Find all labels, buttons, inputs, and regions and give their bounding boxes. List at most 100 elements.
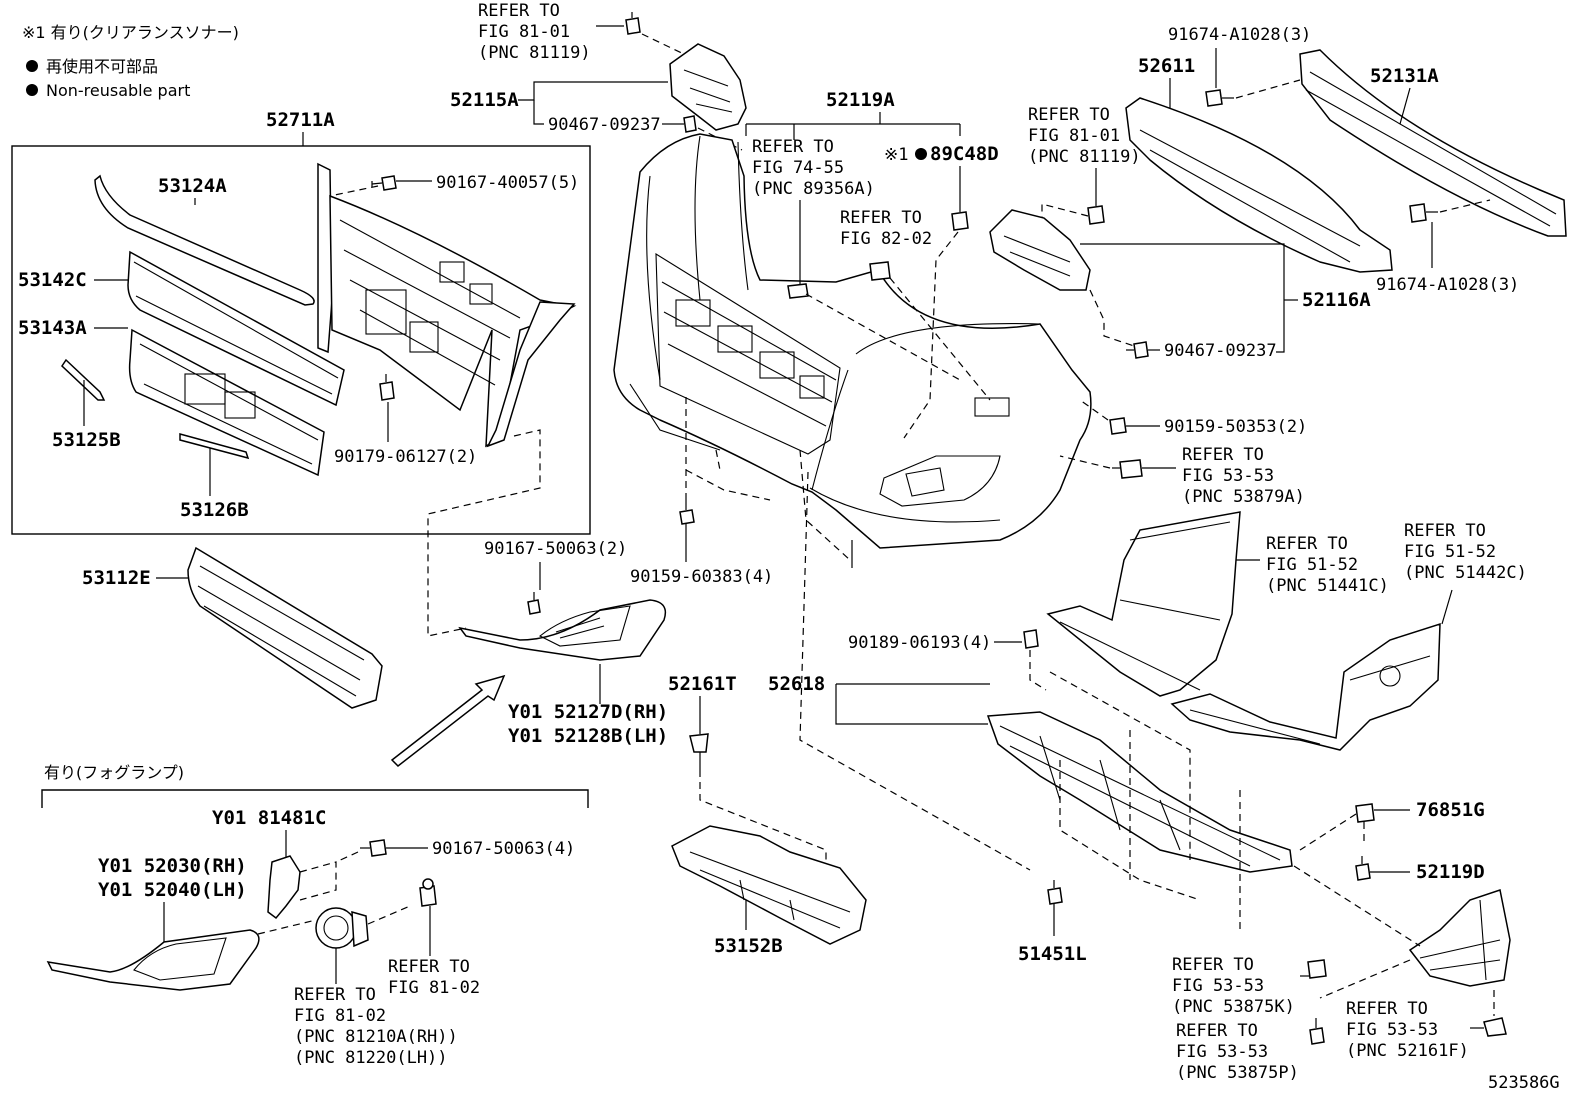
under-cover-51442C-body bbox=[1170, 622, 1441, 751]
bolt-icon bbox=[1355, 856, 1371, 881]
part-label-51451L: 51451L bbox=[1018, 943, 1087, 965]
legend-nonreusable-en: Non-reusable part bbox=[46, 81, 190, 100]
part-label-90167-50063-2: 90167-50063(2) bbox=[484, 539, 627, 559]
refer-note-53879A-2: FIG 53-53 bbox=[1182, 466, 1274, 486]
part-label-53124A: 53124A bbox=[158, 175, 227, 197]
refer-note-51441C-1: REFER TO bbox=[1266, 534, 1348, 554]
bolt-icon bbox=[1126, 341, 1149, 359]
fog-lamp-group-label: 有り(フォグランプ) bbox=[44, 763, 184, 782]
refer-note-53875P-2: FIG 53-53 bbox=[1176, 1042, 1268, 1062]
refer-note-52161F-3: (PNC 52161F) bbox=[1346, 1041, 1469, 1061]
part-label-52611: 52611 bbox=[1138, 55, 1195, 77]
bumper-side-support-body bbox=[1408, 889, 1511, 987]
refer-note-fog-lamp-2: FIG 81-02 bbox=[294, 1006, 386, 1026]
part-label-52119A: 52119A bbox=[826, 89, 895, 111]
refer-note-51441C-2: FIG 51-52 bbox=[1266, 555, 1358, 575]
part-label-90159-50353: 90159-50353(2) bbox=[1164, 417, 1307, 437]
part-label-81481C: Y01 81481C bbox=[212, 807, 326, 829]
refer-note-52161F-1: REFER TO bbox=[1346, 999, 1428, 1019]
clip-icon bbox=[379, 374, 395, 401]
refer-note-53879A-1: REFER TO bbox=[1182, 445, 1264, 465]
part-label-52161T: 52161T bbox=[668, 673, 737, 695]
bolt-icon bbox=[1409, 203, 1438, 223]
clip-icon bbox=[1355, 803, 1375, 823]
screw-icon bbox=[1109, 417, 1127, 435]
grille-assembly-group: 52711A 53124A 53142C 53143A 53125B 53126… bbox=[11, 109, 591, 535]
part-label-90467-09237-a: 90467-09237 bbox=[548, 115, 661, 135]
sonar-sensor-icon bbox=[951, 211, 969, 231]
spoiler-53152B-body bbox=[671, 825, 867, 945]
fog-lamp-bracket-body bbox=[267, 855, 301, 920]
lower-spoiler: 52161T 53152B bbox=[668, 673, 867, 957]
part-label-52618: 52618 bbox=[768, 673, 825, 695]
clip-icon bbox=[1483, 1017, 1507, 1037]
sensor-bracket-icon bbox=[787, 283, 809, 299]
part-label-52040: Y01 52040(LH) bbox=[98, 879, 247, 901]
lower-grille: 53112E bbox=[82, 546, 383, 709]
refer-note-top-left-2: FIG 81-01 bbox=[478, 22, 570, 42]
fog-lamp-group-bracket bbox=[41, 789, 589, 808]
refer-note-fog-lamp-3: (PNC 81210A(RH)) bbox=[294, 1027, 458, 1047]
refer-note-53875P-3: (PNC 53875P) bbox=[1176, 1063, 1299, 1083]
bumper-under-panel: 52618 90189-06193(4) 51451L bbox=[768, 471, 1293, 965]
refer-note-top-center-3: (PNC 89356A) bbox=[752, 179, 875, 199]
sonar-note-mark: ※1 bbox=[884, 145, 908, 165]
part-label-90159-60383: 90159-60383(4) bbox=[630, 567, 773, 587]
clip-icon bbox=[625, 12, 641, 35]
part-label-52127D: Y01 52127D(RH) bbox=[508, 701, 668, 723]
bumper-reinforcement: 52611 52131A 91674-A1028(3) 91674-A1028(… bbox=[1125, 25, 1567, 295]
refer-note-51441C-3: (PNC 51441C) bbox=[1266, 576, 1389, 596]
bolt-icon bbox=[1047, 880, 1063, 905]
under-panel-52618-body bbox=[986, 711, 1293, 873]
refer-note-fog-bulb-2: FIG 81-02 bbox=[388, 978, 480, 998]
part-label-52128B: Y01 52128B(LH) bbox=[508, 725, 668, 747]
lower-right-hardware: 76851G 52119D REFER TO FIG 53-53 (PNC 53… bbox=[1172, 799, 1511, 1083]
bolt-icon bbox=[676, 115, 697, 133]
clip-icon bbox=[1112, 459, 1143, 479]
part-label-53125B: 53125B bbox=[52, 429, 121, 451]
bumper-cover-body bbox=[613, 133, 1092, 549]
part-label-53143A: 53143A bbox=[18, 317, 87, 339]
part-label-52030: Y01 52030(RH) bbox=[98, 855, 247, 877]
refer-note-top-left-3: (PNC 81119) bbox=[478, 43, 591, 63]
engine-under-cover-rh: REFER TO FIG 51-52 (PNC 51441C) bbox=[1046, 511, 1389, 697]
screw-icon bbox=[527, 592, 541, 615]
fog-bezel-body bbox=[46, 929, 260, 991]
screw-icon bbox=[371, 175, 397, 191]
part-label-91674-A1028-b: 91674-A1028(3) bbox=[1376, 275, 1519, 295]
grille-frame-body bbox=[329, 194, 577, 448]
refer-note-top-right-1: REFER TO bbox=[1028, 105, 1110, 125]
grille-frame-left-post bbox=[317, 162, 333, 354]
refer-note-51442C-1: REFER TO bbox=[1404, 521, 1486, 541]
engine-under-cover-lh: REFER TO FIG 51-52 (PNC 51442C) bbox=[1170, 521, 1527, 751]
fog-lamp-cover: 90167-50063(2) Y01 52127D(RH) Y01 52128B… bbox=[458, 539, 668, 747]
part-label-76851G: 76851G bbox=[1416, 799, 1485, 821]
refer-note-top-right-3: (PNC 81119) bbox=[1028, 147, 1141, 167]
bolt-icon bbox=[1309, 1018, 1325, 1045]
fog-lamp-unit-icon bbox=[315, 907, 357, 949]
bumper-side-bracket-left: REFER TO FIG 81-01 (PNC 81119) 52115A 90… bbox=[450, 1, 747, 151]
refer-note-51442C-2: FIG 51-52 bbox=[1404, 542, 1496, 562]
nonreusable-dot-icon bbox=[915, 148, 927, 160]
grille-frame-right-arm bbox=[486, 301, 576, 448]
refer-note-51442C-3: (PNC 51442C) bbox=[1404, 563, 1527, 583]
part-label-52119D: 52119D bbox=[1416, 861, 1485, 883]
refer-note-top-center-1: REFER TO bbox=[752, 137, 834, 157]
part-label-90179-06127: 90179-06127(2) bbox=[334, 447, 477, 467]
bracket-52115A-body bbox=[669, 43, 747, 131]
grille-molding-left bbox=[61, 358, 106, 401]
clip-icon bbox=[1023, 629, 1039, 649]
energy-absorber-body bbox=[1125, 97, 1393, 273]
refer-note-top-left-1: REFER TO bbox=[478, 1, 560, 21]
part-label-52131A: 52131A bbox=[1370, 65, 1439, 87]
legend-nonreusable-jp: 再使用不可部品 bbox=[46, 57, 158, 76]
refer-note-top-right-2: FIG 81-01 bbox=[1028, 126, 1120, 146]
direction-arrow-icon bbox=[390, 674, 506, 767]
refer-note-53875K-1: REFER TO bbox=[1172, 955, 1254, 975]
fog-lamp-group: 有り(フォグランプ) Y01 81481C 90167-50063(4) Y01… bbox=[41, 763, 589, 1068]
grille-group-frame bbox=[11, 145, 591, 535]
bolt-icon bbox=[1205, 89, 1234, 107]
part-label-90167-50063-4: 90167-50063(4) bbox=[432, 839, 575, 859]
part-label-90167-40057: 90167-40057(5) bbox=[436, 173, 579, 193]
